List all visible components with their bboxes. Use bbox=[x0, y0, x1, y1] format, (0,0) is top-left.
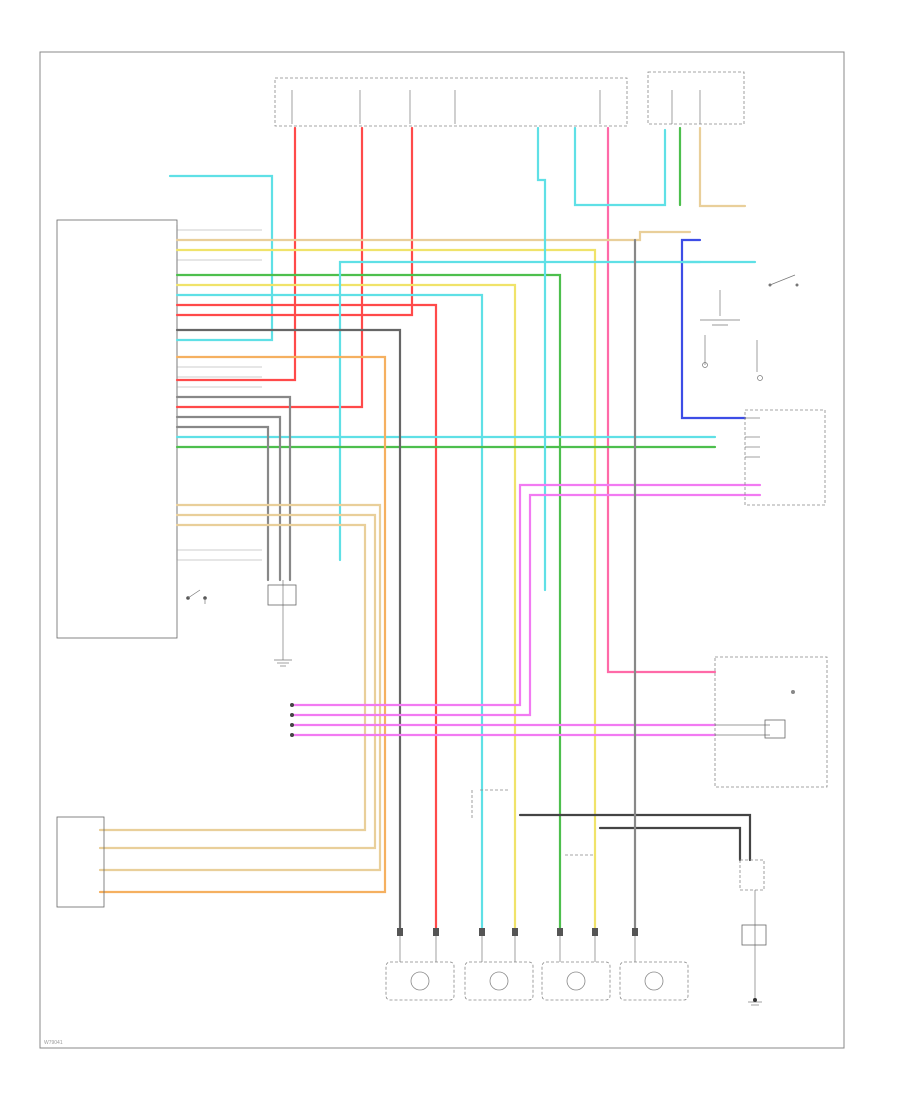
brake-switch bbox=[700, 274, 799, 381]
wheel-sensor-left-rear bbox=[385, 930, 455, 1001]
ground-column-right bbox=[739, 859, 767, 1006]
wheel-sensor-left-front bbox=[464, 930, 534, 1001]
wheel-sensor-right-front bbox=[541, 930, 611, 1001]
serial-data-connector bbox=[290, 703, 294, 737]
ebcm-module bbox=[56, 219, 178, 639]
fuse-block-top bbox=[274, 71, 745, 127]
diagram-frame bbox=[39, 51, 845, 1049]
wheel-sensor-right-rear bbox=[619, 930, 689, 1001]
pressure-switch bbox=[186, 589, 207, 604]
sensor-connectors bbox=[397, 928, 638, 936]
footer-code: W79041 bbox=[44, 1040, 63, 1046]
ground-junction bbox=[267, 580, 297, 667]
engine-control-module bbox=[56, 816, 105, 908]
dashed-leaders bbox=[471, 789, 595, 856]
wires bbox=[98, 126, 762, 932]
instrument-cluster bbox=[714, 656, 828, 788]
wheel-speed-sensors bbox=[385, 930, 689, 1001]
right-module bbox=[744, 409, 826, 506]
ebcm-pin-stubs bbox=[177, 229, 262, 561]
